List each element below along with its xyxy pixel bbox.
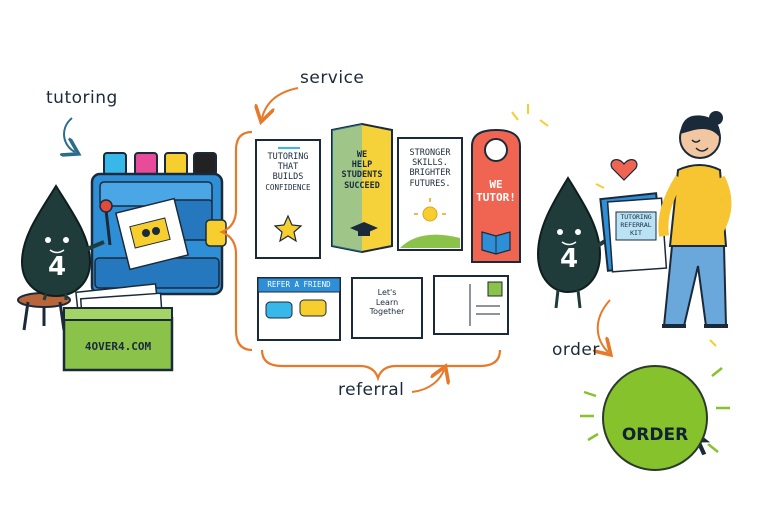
star-icon xyxy=(273,214,303,243)
tutoring-arrow xyxy=(64,117,75,152)
tutoring-label: tutoring xyxy=(46,88,118,108)
sparkle-lines xyxy=(511,104,717,347)
book-icon xyxy=(481,231,511,255)
ink-cup-icon xyxy=(103,152,127,176)
refer-friend-card xyxy=(257,277,341,341)
sun-icon xyxy=(414,198,446,222)
door-hanger-card xyxy=(471,128,521,263)
printed-sheet xyxy=(114,197,190,271)
brochure-line-2: HELP xyxy=(351,160,373,171)
learn-line-2: Learn xyxy=(375,297,399,307)
order-button-label: ORDER xyxy=(621,425,689,445)
poster-text: TUTORING THAT BUILDS CONFIDENCE xyxy=(258,152,318,192)
referral-label: referral xyxy=(338,380,405,400)
referral-kit xyxy=(599,192,668,273)
poster-line-1: TUTORING xyxy=(267,152,309,162)
postcard-back xyxy=(433,275,509,335)
left-curly-brace xyxy=(219,130,253,352)
learn-card-text: Let's Learn Together xyxy=(354,288,420,317)
flyer-line-4: FUTURES. xyxy=(409,178,451,189)
learn-together-card xyxy=(351,277,423,339)
ink-cups xyxy=(103,152,217,176)
speech-bubble-icon xyxy=(265,299,327,319)
poster-card xyxy=(255,139,321,259)
brochure-line-3: STUDENTS xyxy=(341,170,383,181)
door-hanger-line-2: TUTOR! xyxy=(476,191,516,205)
kit-text: TUTORING REFERRAL KIT xyxy=(616,213,656,237)
flyer-line-1: STRONGER xyxy=(409,148,451,158)
door-hanger-line-1: WE xyxy=(489,178,503,191)
learn-line-1: Let's xyxy=(377,288,397,297)
service-arrow xyxy=(262,87,299,118)
kit-line-1: TUTORING xyxy=(620,213,652,221)
referral-arrow xyxy=(411,370,444,393)
order-label: order xyxy=(552,340,600,360)
order-sparks xyxy=(580,367,730,453)
ink-cup-icon xyxy=(134,152,158,176)
flyer-card xyxy=(397,137,463,251)
paper-tray xyxy=(62,283,174,372)
ink-cup-icon xyxy=(193,152,217,176)
learn-line-3: Together xyxy=(369,307,405,317)
brochure-card xyxy=(331,122,393,254)
flyer-text: STRONGER SKILLS. BRIGHTER FUTURES. xyxy=(400,148,460,189)
grad-cap-icon xyxy=(350,222,378,236)
brochure-line-1: WE xyxy=(356,150,368,160)
ink-cup-icon xyxy=(164,152,188,176)
kit-line-3: KIT xyxy=(630,228,642,237)
kit-line-2: REFERRAL xyxy=(620,220,652,229)
bottom-curly-brace xyxy=(260,349,502,382)
mascot-drop-right xyxy=(536,176,612,309)
poster-line-4: CONFIDENCE xyxy=(265,182,311,192)
lever-icon xyxy=(99,199,113,246)
mascot-number-right: 4 xyxy=(559,244,579,274)
brochure-line-4: SUCCEED xyxy=(344,180,380,191)
service-label: service xyxy=(300,68,365,88)
order-button[interactable]: ORDER xyxy=(602,365,708,471)
person-figure xyxy=(658,111,732,328)
flyer-line-3: BRIGHTER xyxy=(409,168,451,179)
order-arrow xyxy=(598,299,610,352)
flyer-line-2: SKILLS. xyxy=(412,158,448,169)
brochure-text: WE HELP STUDENTS SUCCEED xyxy=(334,150,390,191)
heart-icon xyxy=(610,159,638,181)
poster-line-3: BUILDS xyxy=(272,172,304,183)
door-hanger-text: WE TUTOR! xyxy=(474,178,518,204)
refer-card-header: REFER A FRIEND xyxy=(267,280,331,289)
box-label: 4OVER4.COM xyxy=(84,340,152,353)
mascot-drop-left xyxy=(20,184,105,301)
mascot-number-left: 4 xyxy=(47,252,67,282)
poster-line-2: THAT xyxy=(277,162,299,173)
